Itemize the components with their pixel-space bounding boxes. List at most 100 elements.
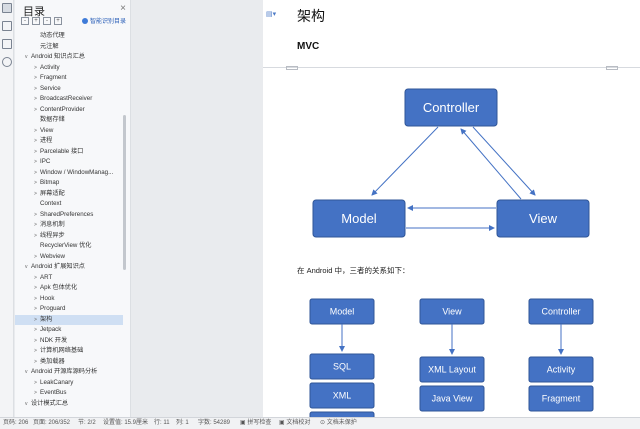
chevron-right-icon[interactable]: > [34, 222, 37, 228]
chevron-right-icon[interactable]: > [34, 337, 37, 344]
smart-toc-button[interactable]: 智能识别目录 [81, 16, 126, 25]
toc-item[interactable]: >Bitmap [15, 178, 123, 189]
toc-item[interactable]: >BroadcastReceiver [15, 94, 123, 105]
chevron-right-icon[interactable]: > [34, 253, 37, 260]
toc-scrollbar[interactable] [123, 115, 126, 270]
toc-item-label: 类加载器 [40, 357, 65, 365]
chevron-right-icon[interactable]: > [34, 379, 37, 386]
search-icon[interactable] [2, 57, 12, 67]
chevron-right-icon[interactable]: > [34, 390, 37, 396]
toc-item[interactable]: >Activity [15, 63, 123, 74]
toc-item[interactable]: 元注解 [15, 42, 123, 53]
chevron-right-icon[interactable]: > [34, 96, 37, 102]
chevron-right-icon[interactable]: > [34, 106, 37, 113]
spell-check-button[interactable]: ▣ 拼写检查 [240, 418, 271, 429]
chevron-right-icon[interactable]: > [34, 138, 37, 144]
document-outline-icon[interactable]: ▤▾ [266, 11, 277, 18]
toc-item[interactable]: >消息机制 [15, 220, 123, 231]
chevron-down-icon[interactable]: v [25, 369, 28, 375]
chevron-right-icon[interactable]: > [34, 295, 37, 302]
toc-item-label: Window / WindowManag... [40, 168, 114, 176]
chevron-right-icon[interactable]: > [34, 85, 37, 92]
view-java-view-box [419, 385, 485, 412]
toc-item[interactable]: >屏幕适配 [15, 189, 123, 200]
chevron-right-icon[interactable]: > [34, 348, 37, 354]
toc-item[interactable]: >Apk 包体优化 [15, 283, 123, 294]
bookmark-icon[interactable] [2, 39, 12, 49]
status-pages[interactable]: 页面: 206/352 [33, 420, 71, 426]
expand-level-button[interactable]: + [54, 17, 62, 25]
chevron-right-icon[interactable]: > [34, 64, 37, 71]
toc-item-label: 线程异步 [40, 231, 65, 239]
collapse-level-button[interactable]: - [43, 17, 51, 25]
toc-item-label: Activity [40, 63, 60, 71]
toc-item[interactable]: >Webview [15, 252, 123, 263]
chevron-right-icon[interactable]: > [34, 127, 37, 134]
chevron-right-icon[interactable]: > [34, 190, 37, 197]
toc-item[interactable]: >Window / WindowManag... [15, 168, 123, 179]
toc-item[interactable]: >ART [15, 273, 123, 284]
toc-item[interactable]: >类加载器 [15, 357, 123, 368]
toc-item-label: Jetpack [40, 326, 62, 333]
chevron-right-icon[interactable]: > [34, 169, 37, 176]
toc-item-label: Android 知识点汇总 [31, 53, 85, 60]
view-label: View [529, 211, 558, 226]
view-java-view-label: Java View [432, 394, 473, 404]
toc-item[interactable]: >Proguard [15, 304, 123, 315]
toc-item[interactable]: >ContentProvider [15, 105, 123, 116]
toc-item[interactable]: RecyclerView 优化 [15, 241, 123, 252]
list-icon[interactable] [2, 21, 12, 31]
chevron-right-icon[interactable]: > [34, 211, 37, 218]
chevron-right-icon[interactable]: > [34, 232, 37, 239]
chevron-right-icon[interactable]: > [34, 159, 37, 165]
chevron-right-icon[interactable]: > [34, 327, 37, 333]
toc-item[interactable]: >Parcelable 接口 [15, 147, 123, 158]
expand-all-button[interactable]: + [32, 17, 40, 25]
chevron-right-icon[interactable]: > [34, 316, 37, 323]
toc-item[interactable]: 动态代理 [15, 31, 123, 42]
chevron-down-icon[interactable]: v [25, 264, 28, 270]
toc-item-label: 架构 [40, 315, 53, 323]
doc-proof-button[interactable]: ▣ 文档校对 [279, 418, 310, 429]
close-icon[interactable]: × [120, 3, 126, 14]
toc-item[interactable]: >Jetpack [15, 325, 123, 336]
toc-item[interactable]: >计算机网络基础 [15, 346, 123, 357]
toc-item[interactable]: >进程 [15, 136, 123, 147]
toc-item[interactable]: >SharedPreferences [15, 210, 123, 221]
toc-item[interactable]: >EventBus [15, 388, 123, 399]
chevron-right-icon[interactable]: > [34, 148, 37, 155]
chevron-down-icon[interactable]: v [25, 400, 28, 407]
toc-item[interactable]: Context [15, 199, 123, 210]
toc-item[interactable]: >NDK 开发 [15, 336, 123, 347]
status-page-number[interactable]: 页码: 206 [3, 420, 29, 426]
left-icon-rail [0, 0, 14, 417]
doc-protect-button[interactable]: ⊙ 文档未保护 [320, 418, 357, 429]
status-word-count[interactable]: 字数: 54289 [198, 420, 231, 426]
toc-item[interactable]: >架构 [15, 314, 123, 325]
toc-item[interactable]: >View [15, 126, 123, 137]
chevron-right-icon[interactable]: > [34, 180, 37, 186]
toc-icon[interactable] [2, 3, 12, 13]
chevron-right-icon[interactable]: > [34, 358, 37, 365]
toc-item[interactable]: >LeakCanary [15, 378, 123, 389]
chevron-right-icon[interactable]: > [34, 285, 37, 291]
chevron-right-icon[interactable]: > [34, 75, 37, 81]
toc-item[interactable]: >IPC [15, 157, 123, 168]
chevron-down-icon[interactable]: v [25, 54, 28, 60]
chevron-right-icon[interactable]: > [34, 274, 37, 281]
toc-item[interactable]: 数据存储 [15, 115, 123, 126]
toc-item[interactable]: >Service [15, 84, 123, 95]
controller-to-model-arrow [371, 126, 439, 196]
toc-item[interactable]: >Hook [15, 294, 123, 305]
toc-item-label: ContentProvider [40, 105, 85, 113]
chevron-right-icon[interactable]: > [34, 306, 37, 312]
collapse-all-button[interactable]: - [21, 17, 29, 25]
toc-item[interactable]: >线程异步 [15, 231, 123, 242]
spell-check-icon: ▣ [240, 420, 248, 426]
toc-item[interactable]: >Fragment [15, 73, 123, 84]
page-title: 架构 [297, 8, 325, 24]
